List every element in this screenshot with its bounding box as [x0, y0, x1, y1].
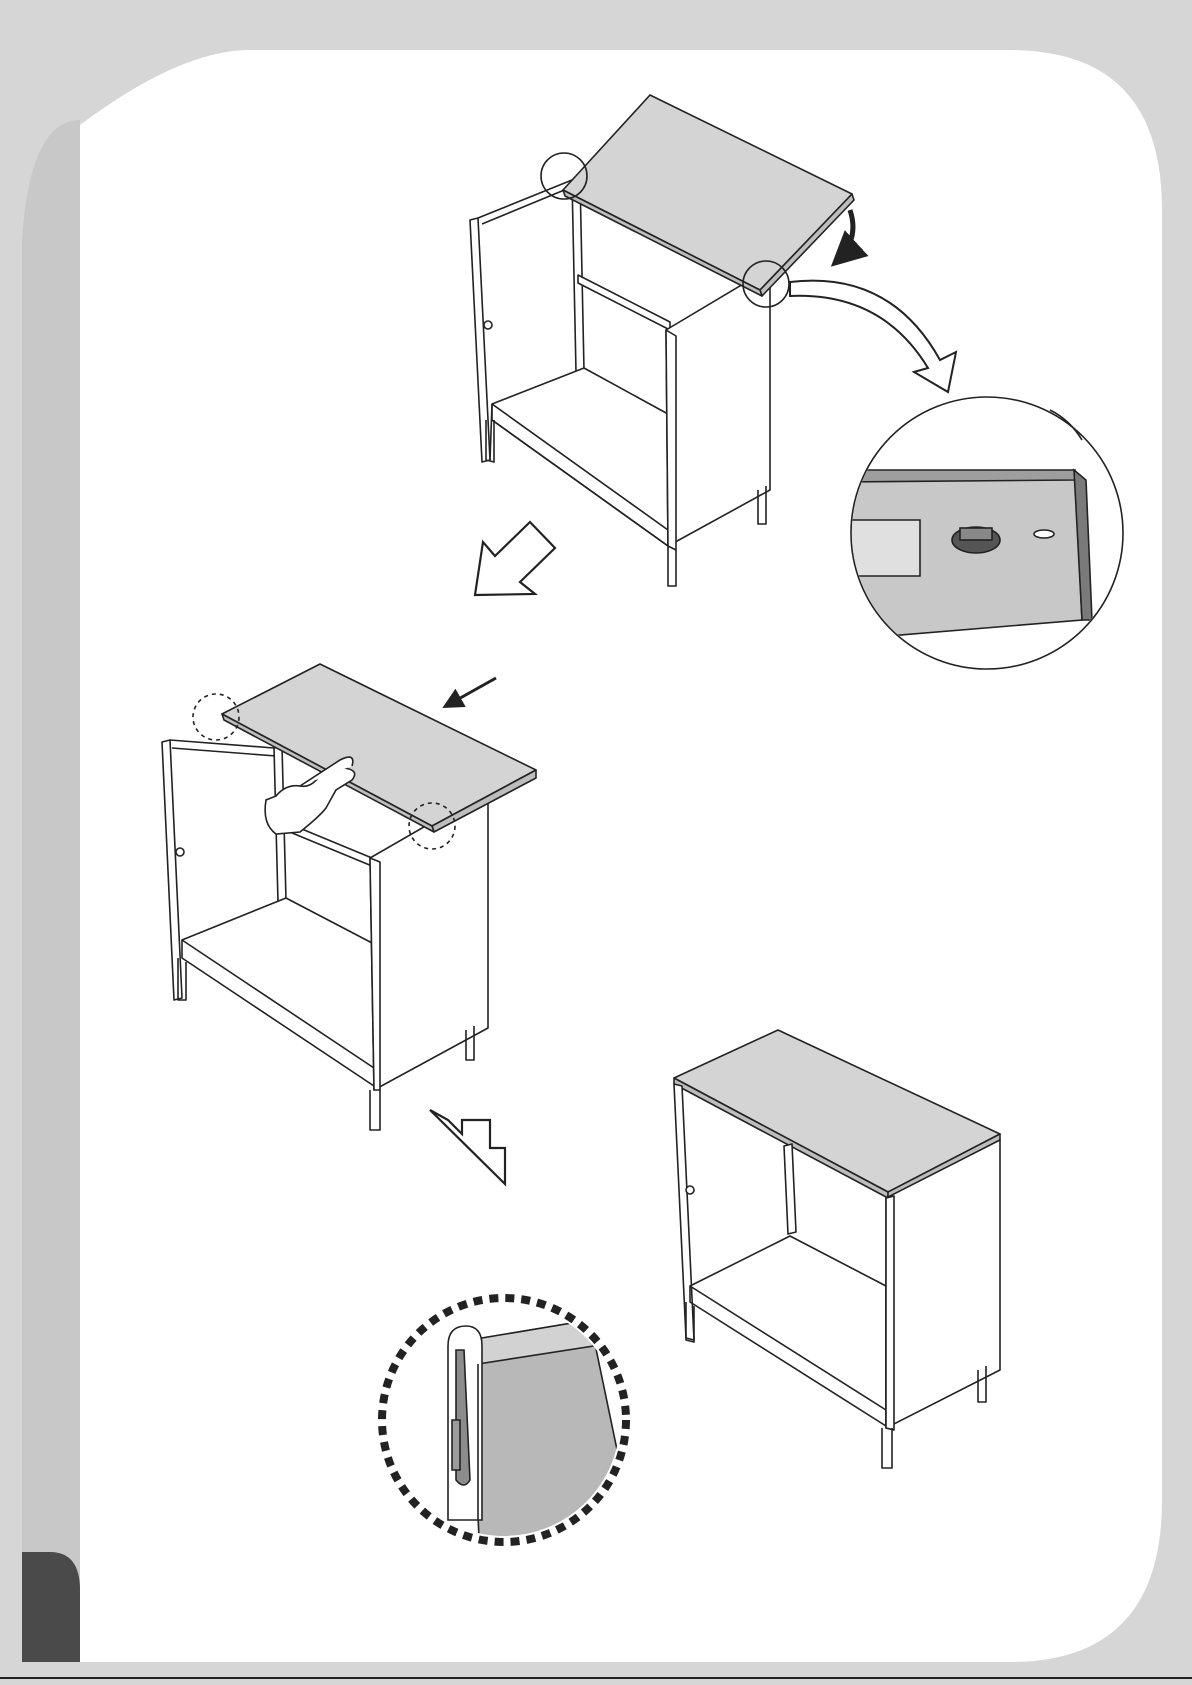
left-band [22, 120, 80, 1662]
page-tab [22, 1552, 80, 1662]
